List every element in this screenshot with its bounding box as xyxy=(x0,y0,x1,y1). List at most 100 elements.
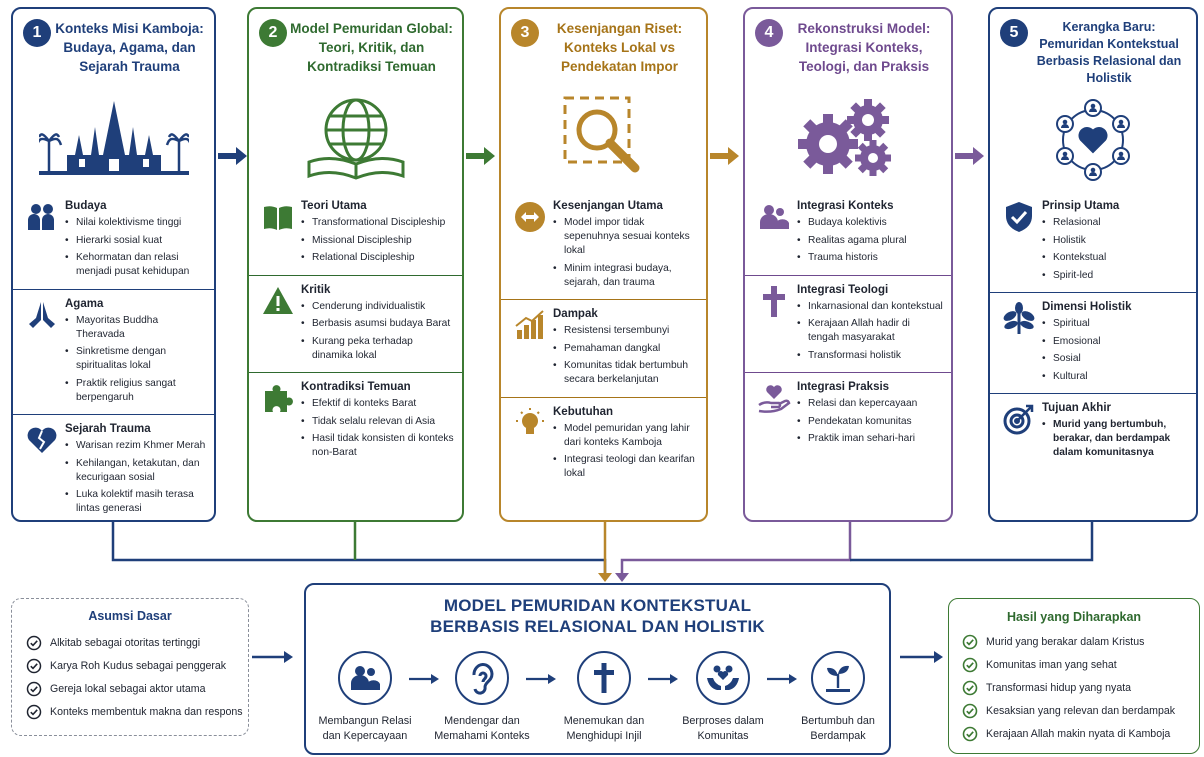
list-item: Murid yang berakar dalam Kristus xyxy=(962,630,1199,653)
list-item: Nilai kolektivisme tinggi xyxy=(65,216,206,230)
list-item: Relasional xyxy=(1042,216,1188,230)
list-item: Warisan rezim Khmer Merah xyxy=(65,439,206,453)
panel-number: 5 xyxy=(1000,19,1028,47)
plant-icon xyxy=(1003,302,1035,334)
list-item: Kerajaan Allah hadir di tengah masyaraka… xyxy=(797,317,943,345)
arrow-right-icon xyxy=(710,147,739,165)
section-title: Dampak xyxy=(553,308,598,320)
list-item: Sinkretisme dengan spiritualitas lokal xyxy=(65,345,206,373)
list-item: Cenderung individualistik xyxy=(301,300,454,314)
section-prinsip-utama: Prinsip Utama RelasionalHolistikKontekst… xyxy=(990,192,1196,292)
panel-title: Rekonstruksi Model:Integrasi Konteks,Teo… xyxy=(797,21,931,74)
cross-icon xyxy=(763,285,785,317)
list-item: Spirit-led xyxy=(1042,269,1188,283)
cross-icon xyxy=(594,663,614,693)
list-item: Murid yang bertumbuh, berakar, dan berda… xyxy=(1042,418,1188,460)
list-item: Mayoritas Buddha Theravada xyxy=(65,314,206,342)
check-circle-icon xyxy=(962,657,978,672)
check-circle-icon xyxy=(26,658,42,673)
list-item: Luka kolektif masih terasa lintas genera… xyxy=(65,488,206,516)
list-item: Model impor tidak sepenuhnya sesuai kont… xyxy=(553,216,698,258)
list-item: Kehormatan dan relasi menjadi pusat kehi… xyxy=(65,251,206,279)
section-kontradiksi: Kontradiksi Temuan Efektif di konteks Ba… xyxy=(249,372,462,470)
heart-hand-icon xyxy=(758,385,791,413)
section-title: Teori Utama xyxy=(301,200,367,212)
panel-number: 4 xyxy=(755,19,783,47)
list-item: Transformasi holistik xyxy=(797,349,943,363)
arrow-right-icon xyxy=(955,147,984,165)
list-item: Transformational Discipleship xyxy=(301,216,454,230)
arrow-right-icon xyxy=(466,147,495,165)
check-circle-icon xyxy=(26,681,42,696)
list-item: Efektif di konteks Barat xyxy=(301,397,454,411)
section-title: Prinsip Utama xyxy=(1042,200,1120,212)
panel-rekonstruksi-model: 4 Rekonstruksi Model:Integrasi Konteks,T… xyxy=(743,7,953,522)
list-item: Berbasis asumsi budaya Barat xyxy=(301,317,454,331)
panel-number: 2 xyxy=(259,19,287,47)
list-item: Resistensi tersembunyi xyxy=(553,324,698,338)
check-circle-icon xyxy=(26,635,42,650)
list-item: Inkarnasional dan kontekstual xyxy=(797,300,943,314)
asumsi-dasar-box: Asumsi Dasar Alkitab sebagai otoritas te… xyxy=(11,598,249,736)
list-item: Kerajaan Allah makin nyata di Kamboja xyxy=(962,722,1199,745)
section-kritik: Kritik Cenderung individualistikBerbasis… xyxy=(249,274,462,373)
section-dimensi-holistik: Dimensi Holistik SpiritualEmosionalSosia… xyxy=(990,292,1196,393)
section-title: Kontradiksi Temuan xyxy=(301,381,411,393)
list-item: Kultural xyxy=(1042,370,1188,384)
sprout-icon xyxy=(826,665,850,692)
puzzle-icon xyxy=(265,385,293,412)
panel-number: 3 xyxy=(511,19,539,47)
hasil-title: Hasil yang Diharapkan xyxy=(1006,610,1142,624)
section-kebutuhan: Kebutuhan Model pemuridan yang lahir dar… xyxy=(501,396,706,491)
list-item: Realitas agama plural xyxy=(797,234,943,248)
list-item: Transformasi hidup yang nyata xyxy=(962,676,1199,699)
list-item: Missional Discipleship xyxy=(301,234,454,248)
list-item: Emosional xyxy=(1042,335,1188,349)
arrow-right-icon xyxy=(900,651,943,663)
panel-model-global: 2 Model Pemuridan Global:Teori, Kritik, … xyxy=(247,7,464,522)
list-item: Relasi dan kepercayaan xyxy=(797,397,943,411)
arrow-right-icon xyxy=(409,674,439,684)
people-icon xyxy=(28,204,54,230)
arrow-right-icon xyxy=(767,674,797,684)
section-title: Integrasi Teologi xyxy=(797,283,889,296)
list-item: Kontekstual xyxy=(1042,251,1188,265)
list-item: Kesaksian yang relevan dan berdampak xyxy=(962,699,1199,722)
list-item: Alkitab sebagai otoritas tertinggi xyxy=(26,631,248,654)
hands-people-icon xyxy=(707,665,739,690)
panel-konteks-misi: 1 Konteks Misi Kamboja:Budaya, Agama, da… xyxy=(11,7,216,522)
target-icon xyxy=(1003,404,1034,435)
check-circle-icon xyxy=(962,634,978,649)
section-dampak: Dampak Resistensi tersembunyiPemahaman d… xyxy=(501,299,706,397)
list-item: Minim integrasi budaya, sejarah, dan tra… xyxy=(553,262,698,290)
section-integrasi-konteks: Integrasi Konteks Budaya kolektivisReali… xyxy=(745,192,951,275)
broken-heart-icon xyxy=(27,427,57,453)
arrow-right-icon xyxy=(526,674,556,684)
section-title: Kritik xyxy=(301,283,331,296)
temple-icon xyxy=(13,87,214,187)
bar-chart-icon xyxy=(515,310,544,339)
community-heart-icon xyxy=(990,95,1196,185)
globe-book-icon xyxy=(249,87,462,187)
section-tujuan-akhir: Tujuan Akhir Murid yang bertumbuh, berak… xyxy=(990,393,1196,470)
section-title: Budaya xyxy=(65,200,107,212)
list-item: Komunitas tidak bertumbuh secara berkela… xyxy=(553,359,698,387)
section-title: Dimensi Holistik xyxy=(1042,301,1132,313)
arrow-right-icon xyxy=(218,147,247,165)
list-item: Gereja lokal sebagai aktor utama xyxy=(26,677,248,700)
list-item: Karya Roh Kudus sebagai penggerak xyxy=(26,654,248,677)
arrow-right-icon xyxy=(648,674,678,684)
